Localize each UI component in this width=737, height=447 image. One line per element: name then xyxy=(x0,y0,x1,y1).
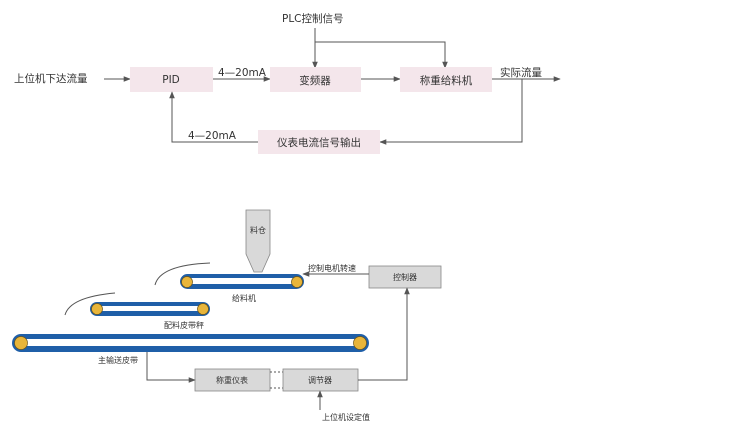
feeder-belt-inner xyxy=(190,278,294,284)
main-roller-right xyxy=(353,336,367,350)
batching-scale-label: 配料皮带秤 xyxy=(164,320,204,330)
controller-label: 控制器 xyxy=(393,272,417,282)
plc-signal-label: PLC控制信号 xyxy=(282,12,344,25)
regulator-to-controller-arrow xyxy=(358,287,410,381)
inverter-box xyxy=(270,67,361,92)
meter-output-label: 仪表电流信号输出 xyxy=(277,136,361,149)
pid-label: PID xyxy=(162,74,180,86)
hopper-label: 料仓 xyxy=(250,225,266,235)
batching-roller-right xyxy=(197,303,209,315)
feeder-label: 称重给料机 xyxy=(420,74,473,87)
meter-output-box xyxy=(258,130,380,154)
regulator-label: 调节器 xyxy=(308,376,332,385)
input-flow-label: 上位机下达流量 xyxy=(14,72,88,85)
current-label-2: 4—20mA xyxy=(188,130,237,142)
feedback-to-pid-arrow xyxy=(169,91,258,143)
plc-to-feeder-arrow xyxy=(315,41,448,69)
belt-to-meter-arrow xyxy=(146,352,196,383)
main-roller-left xyxy=(14,336,28,350)
control-motor-label: 控制电机转速 xyxy=(308,263,356,273)
batching-belt-inner xyxy=(100,306,200,311)
setpoint-label: 上位机设定值 xyxy=(322,412,370,422)
weigh-meter-label: 称重仪表 xyxy=(216,375,248,385)
batching-roller-left xyxy=(91,303,103,315)
feedback-arrow xyxy=(379,79,523,145)
control-flow-diagram: PLC控制信号 上位机下达流量 PID 4—20mA 变频器 称重给料机 实际流… xyxy=(14,12,561,154)
equipment-diagram: 料仓 给料机 配料皮带秤 主输送皮带 控制器 控制电机转速 称重仪表 调 xyxy=(12,209,442,422)
pid-box xyxy=(130,67,213,92)
hopper-shape xyxy=(245,209,271,273)
feeder-roller-right xyxy=(291,276,303,288)
inverter-label: 变频器 xyxy=(299,74,331,87)
feeder-machine-label: 给料机 xyxy=(232,293,256,303)
current-label-1: 4—20mA xyxy=(218,67,267,79)
feeder-box xyxy=(400,67,492,92)
main-belt-label: 主输送皮带 xyxy=(98,355,138,365)
material-curve-2 xyxy=(64,292,116,316)
main-belt-inner xyxy=(26,339,355,346)
output-flow-label: 实际流量 xyxy=(500,66,542,79)
feeder-roller-left xyxy=(181,276,193,288)
material-curve-1 xyxy=(154,262,211,286)
